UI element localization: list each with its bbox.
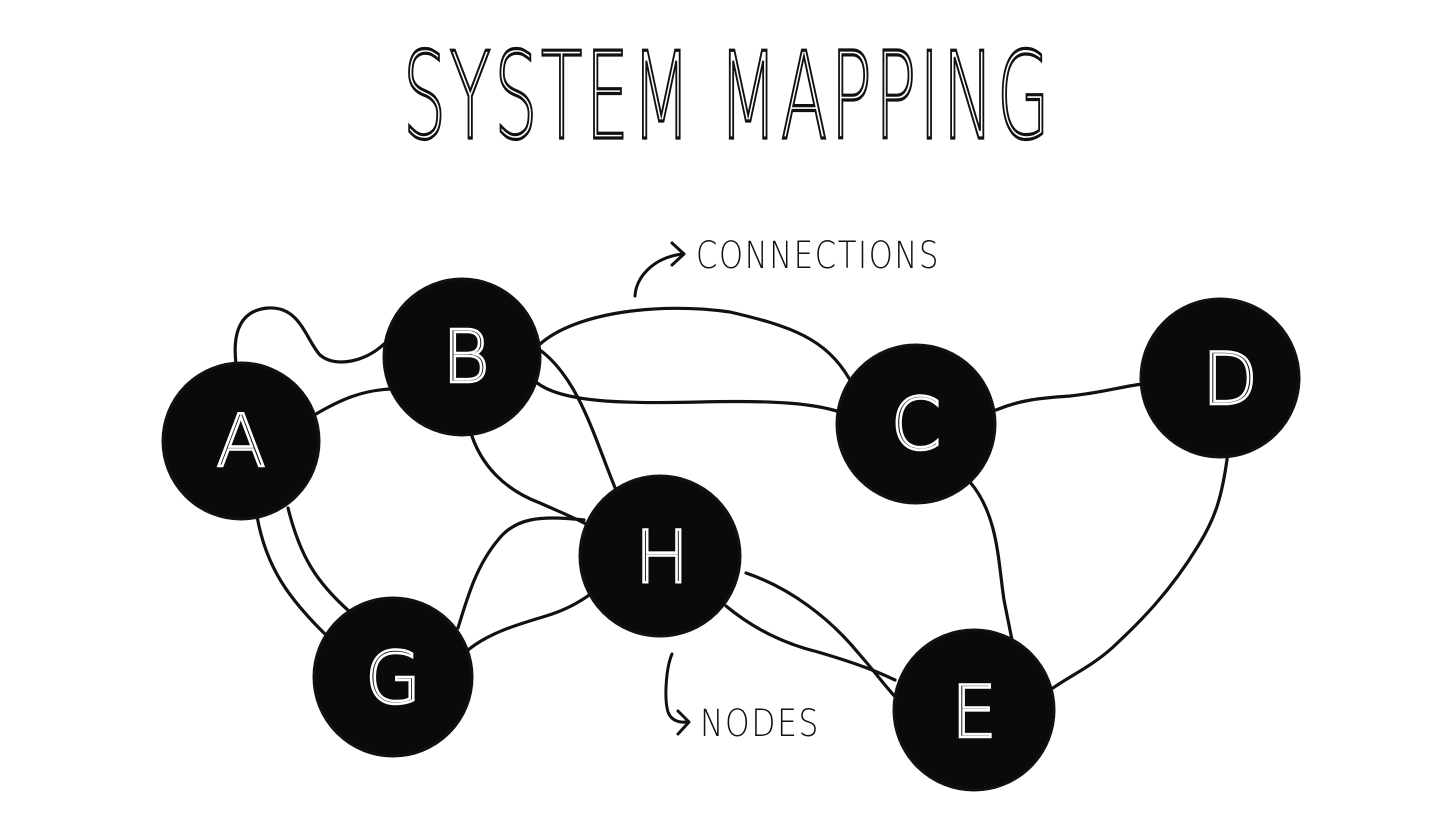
connections-group [233, 306, 1230, 702]
nodes-label: NODES [700, 702, 820, 745]
node-e-label: E [951, 670, 997, 754]
node-e: E [892, 628, 1056, 792]
node-h: H [578, 474, 742, 638]
node-b-label: B [442, 315, 489, 399]
edge-c-d [994, 382, 1144, 412]
node-a: A [161, 361, 321, 521]
edge-b-c-upper [537, 306, 852, 382]
edge-d-e [1051, 450, 1230, 690]
node-g: G [312, 596, 474, 758]
node-d-circle [1139, 297, 1301, 459]
connections-arrowhead-icon [670, 241, 686, 267]
nodes-arrowhead-icon [676, 709, 691, 736]
connections-label: CONNECTIONS [696, 234, 940, 277]
node-h-circle [578, 474, 742, 638]
nodes-group: A B C D E G H [161, 277, 1301, 792]
node-g-circle [312, 596, 474, 758]
node-h-label: H [635, 515, 689, 599]
node-a-label: A [216, 399, 265, 483]
edge-g-h-lower [466, 591, 594, 652]
node-g-label: G [365, 636, 421, 720]
edge-b-c-lower [534, 380, 842, 414]
edge-b-h-lower [468, 428, 590, 527]
node-c-label: C [891, 382, 941, 466]
node-b-circle [382, 277, 542, 437]
edge-a-b [314, 387, 394, 416]
edge-a-g-outer [255, 514, 329, 638]
node-d: D [1139, 297, 1301, 459]
connections-annotation: CONNECTIONS [633, 234, 940, 298]
edge-c-e [968, 480, 1014, 642]
edge-b-h-right [538, 348, 618, 492]
diagram-title: SYSTEM MAPPING [403, 28, 1053, 167]
nodes-annotation: NODES [664, 652, 820, 745]
node-a-circle [161, 361, 321, 521]
node-e-circle [892, 628, 1056, 792]
connections-arrow-icon [633, 252, 684, 298]
node-c: C [835, 343, 997, 505]
edge-h-e-lower [724, 604, 897, 682]
edge-a-g-inner [286, 506, 352, 614]
node-b: B [382, 277, 542, 437]
edge-a-b-loop [233, 306, 386, 366]
node-c-circle [835, 343, 997, 505]
node-d-label: D [1202, 337, 1257, 421]
edge-g-h-upper [456, 516, 586, 630]
edge-h-e-upper [744, 571, 900, 702]
nodes-arrow-icon [664, 652, 690, 724]
